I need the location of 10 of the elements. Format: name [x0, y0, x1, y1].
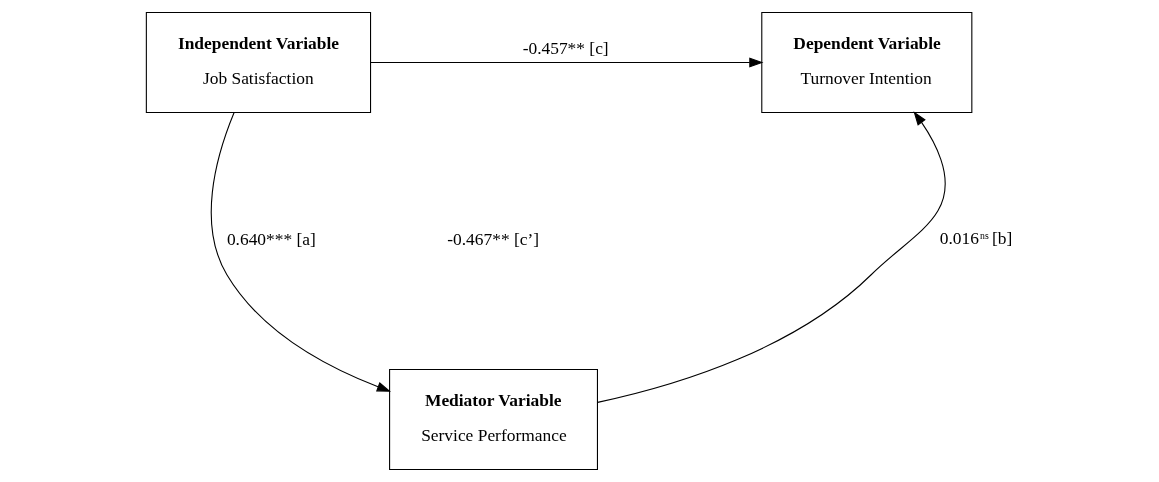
edge-label: 0.016$^{ns}$ [b]	[939, 228, 1013, 249]
arrow	[210, 112, 391, 392]
edge-label: 0.640*** [a]	[226, 229, 316, 250]
node-box: Mediator Variable Service Performance	[389, 368, 598, 471]
node-box: Dependent Variable Turnover Intention	[761, 11, 973, 114]
arrow	[370, 57, 764, 68]
edge-label: -0.457** [c]	[522, 37, 609, 58]
arrow	[597, 111, 946, 403]
node-box: Independent Variable Job Satisfaction	[145, 11, 372, 114]
label: -0.467** [c’]	[447, 229, 540, 250]
